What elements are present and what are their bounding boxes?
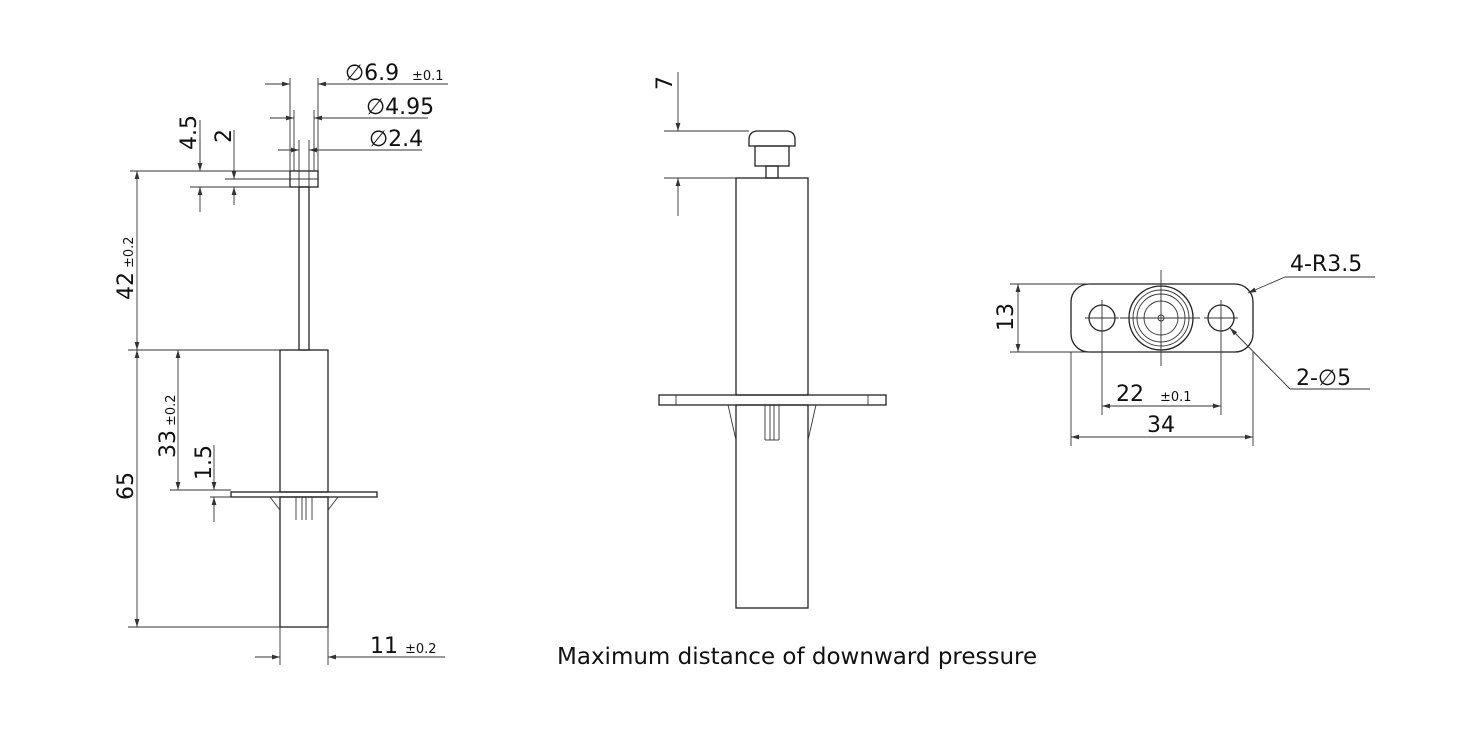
dim-upper-body: 33 ±0.2 bbox=[156, 394, 181, 458]
dim-corner-radius: 4-R3.5 bbox=[1290, 252, 1362, 277]
pin-shape bbox=[298, 186, 310, 351]
flange-outline bbox=[1070, 283, 1254, 353]
dim-dia-mid: ∅4.95 bbox=[366, 95, 434, 120]
dim-pin-length-value: 42 bbox=[114, 272, 139, 300]
dim-dia-cap-value: ∅6.9 bbox=[345, 61, 399, 86]
dim-flange-length: 34 bbox=[1147, 413, 1175, 438]
lower-body-shape bbox=[279, 496, 329, 628]
pressed-view: 7 bbox=[653, 72, 887, 609]
top-view: 13 22 ±0.1 34 4-R3.5 2-∅5 bbox=[994, 252, 1375, 446]
flange-shape bbox=[230, 491, 378, 498]
dim-upper-body-tol: ±0.2 bbox=[164, 394, 179, 426]
side-view: ∅6.9 ±0.1 ∅4.95 ∅2.4 4.5 2 42 ±0.2 65 33… bbox=[114, 61, 448, 665]
dim-pin-length: 42 ±0.2 bbox=[114, 236, 139, 300]
dim-body-width-value: 11 bbox=[370, 634, 398, 659]
dim-hole-dia: 2-∅5 bbox=[1296, 366, 1351, 391]
dim-dia-pin: ∅2.4 bbox=[369, 127, 423, 152]
dim-flange-width: 13 bbox=[994, 303, 1019, 331]
dim-cap-height: 4.5 bbox=[177, 115, 202, 150]
pressed-upper-body bbox=[735, 177, 809, 396]
dim-flange-thk: 1.5 bbox=[192, 445, 217, 480]
dim-stroke: 7 bbox=[653, 76, 678, 90]
dim-dia-cap-tol: ±0.1 bbox=[412, 69, 444, 84]
dim-hole-pitch: 22 ±0.1 bbox=[1116, 382, 1192, 407]
pressed-lower-body bbox=[735, 404, 809, 609]
dim-body-width-tol: ±0.2 bbox=[405, 642, 437, 657]
dim-body-width: 11 ±0.2 bbox=[370, 634, 437, 659]
pressed-cap-shape bbox=[748, 130, 796, 147]
dim-hole-pitch-value: 22 bbox=[1116, 382, 1144, 407]
dim-upper-body-value: 33 bbox=[156, 430, 181, 458]
dim-cap-gap: 2 bbox=[212, 129, 237, 143]
dim-hole-pitch-tol: ±0.1 bbox=[1160, 390, 1192, 405]
dim-body-length: 65 bbox=[114, 472, 139, 500]
drawing-caption: Maximum distance of downward pressure bbox=[557, 644, 1037, 670]
dim-pin-length-tol: ±0.2 bbox=[122, 236, 137, 268]
dim-dia-cap: ∅6.9 ±0.1 bbox=[345, 61, 444, 86]
pressed-flange bbox=[658, 394, 887, 406]
upper-body-shape bbox=[279, 349, 329, 493]
